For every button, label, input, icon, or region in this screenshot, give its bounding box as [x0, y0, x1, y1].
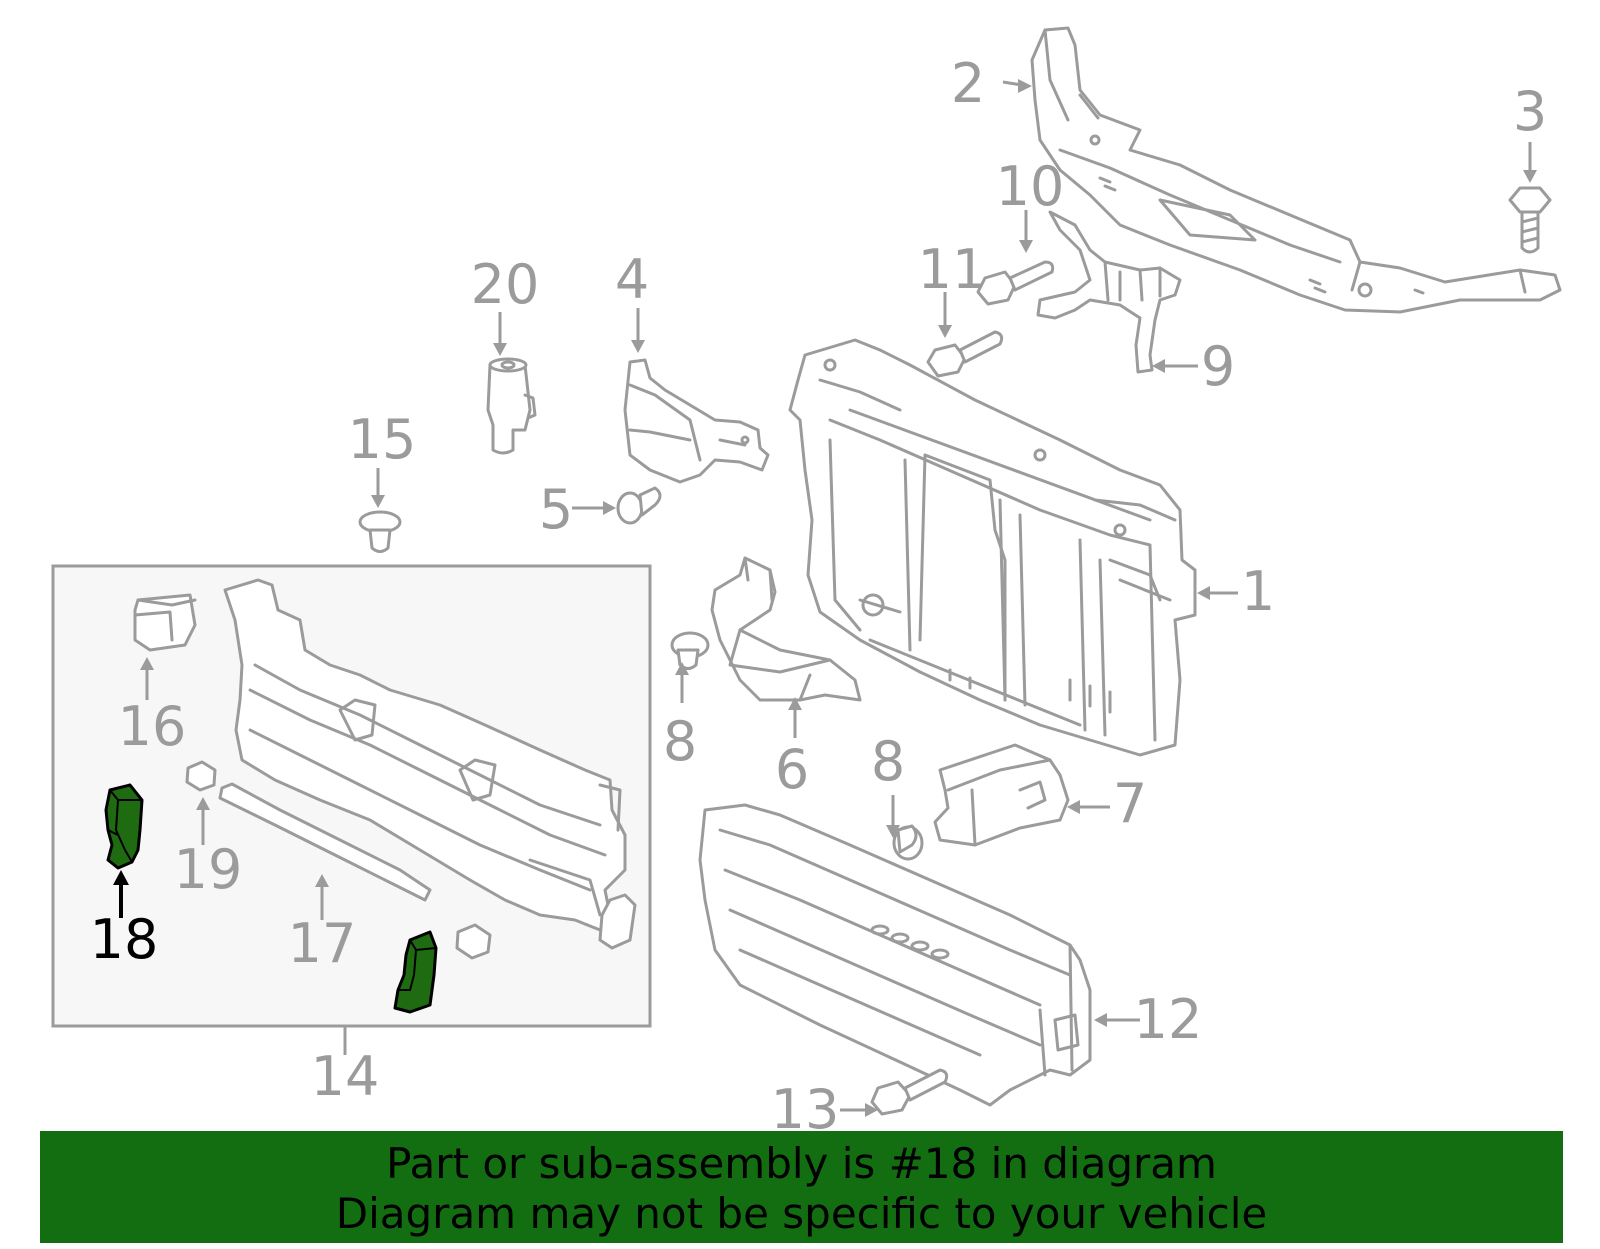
banner-line-2: Diagram may not be specific to your vehi…: [335, 1189, 1268, 1238]
callout-15: 15: [348, 408, 417, 471]
part-19-nut: [185, 760, 217, 792]
part-2-upper-tie-bar: [1030, 26, 1562, 314]
part-14-absorber: [223, 578, 627, 932]
part-8-clip-right: [892, 824, 924, 861]
callout-18-highlighted: 18: [90, 908, 159, 971]
part-18-spacer-left: [104, 783, 144, 870]
part-11-bolt-upper: [976, 260, 1055, 306]
callout-13: 13: [771, 1078, 840, 1141]
callout-16: 16: [118, 695, 187, 758]
callout-11: 11: [918, 238, 987, 301]
callout-12: 12: [1134, 988, 1203, 1051]
banner-line-1: Part or sub-assembly is #18 in diagram: [386, 1139, 1217, 1188]
callout-1: 1: [1241, 560, 1275, 623]
part-4-bracket: [623, 358, 770, 484]
callout-20: 20: [471, 253, 540, 316]
part-20-sensor: [486, 357, 537, 455]
part-9-bracket: [1036, 210, 1182, 374]
callout-14: 14: [311, 1045, 380, 1108]
part-3-bolt: [1508, 186, 1552, 254]
part-11-bolt-lower: [926, 330, 1004, 378]
part-7-air-guide: [933, 743, 1070, 847]
part-12-grille-shutter: [698, 803, 1092, 1107]
callout-5: 5: [539, 478, 573, 541]
part-15-clip: [358, 510, 402, 553]
callout-4: 4: [615, 248, 649, 311]
part-13-bolt: [870, 1068, 949, 1116]
part-6-air-guide: [710, 556, 862, 702]
part-19-nut-second: [455, 923, 492, 960]
callout-17: 17: [288, 912, 357, 975]
callout-7: 7: [1113, 772, 1147, 835]
callout-8-right: 8: [871, 730, 905, 793]
callout-2: 2: [951, 52, 985, 115]
part-18-spacer-right: [393, 930, 438, 1014]
leader-lines: [113, 79, 1537, 1117]
part-5-clip: [616, 486, 662, 525]
callout-6: 6: [775, 738, 809, 801]
part-1-radiator-support: [788, 338, 1197, 757]
callout-3: 3: [1513, 80, 1547, 143]
part-16-bracket: [133, 593, 197, 652]
callout-19: 19: [174, 838, 243, 901]
callout-10: 10: [996, 155, 1065, 218]
part-8-clip-left: [670, 631, 710, 670]
part-17-strip: [218, 782, 432, 902]
info-banner: Part or sub-assembly is #18 in diagram D…: [40, 1131, 1563, 1243]
part-14-end-bracket: [598, 893, 637, 950]
callout-8-left: 8: [663, 710, 697, 773]
callout-9: 9: [1201, 335, 1235, 398]
